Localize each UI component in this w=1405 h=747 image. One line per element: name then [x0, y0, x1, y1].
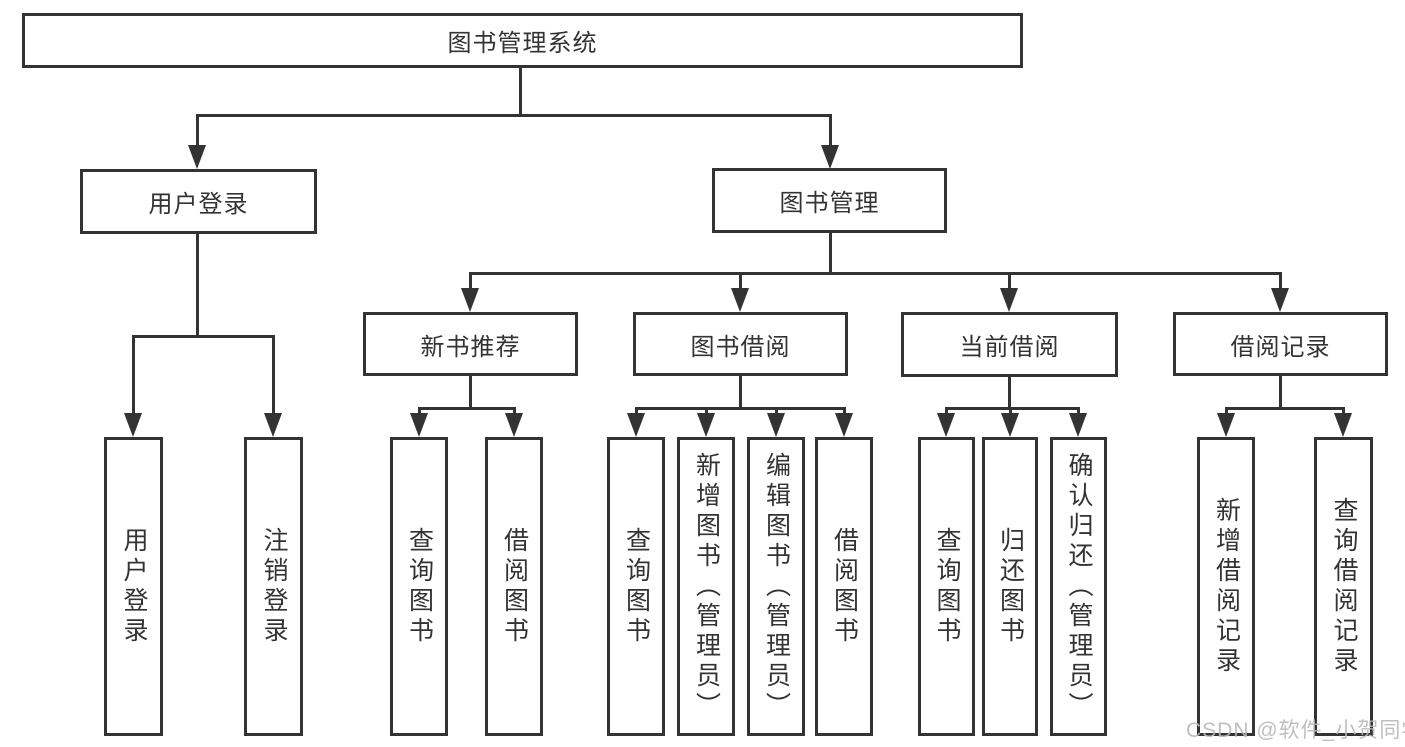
connector-book-borrowing-stem	[739, 376, 742, 408]
connector-drop-borrow-books-2	[843, 407, 846, 415]
node-current-borrowing: 当前借阅	[901, 312, 1118, 377]
arrow-borrow-books-1	[505, 413, 523, 437]
leaf-confirm-return-admin-label: 确认归还（管理员）	[1065, 451, 1093, 722]
watermark: CSDN @软件_小贺同学	[1186, 719, 1405, 742]
arrow-query-books-2	[627, 413, 645, 437]
leaf-add-books-admin-label: 新增图书（管理员）	[692, 451, 721, 722]
arrow-return-books	[1001, 413, 1019, 437]
node-root-label: 图书管理系统	[447, 30, 598, 57]
arrow-book-borrowing	[731, 288, 749, 312]
leaf-borrow-books-borrowing-label: 借阅图书	[830, 526, 859, 647]
arrow-user-login	[188, 145, 206, 169]
node-book-management-label: 图书管理	[779, 190, 880, 217]
arrow-borrowing-records	[1271, 288, 1289, 312]
connector-root-branch	[196, 114, 832, 117]
node-borrowing-records-label: 借阅记录	[1230, 333, 1331, 361]
connector-user-login-stem	[196, 234, 199, 335]
node-book-borrowing-label: 图书借阅	[690, 333, 791, 361]
connector-current-borrowing-stem	[1008, 377, 1011, 408]
arrow-edit-books	[767, 413, 785, 437]
leaf-edit-books-admin: 编辑图书（管理员）	[747, 437, 805, 736]
connector-drop-borrowing-records	[1279, 272, 1282, 290]
arrow-book-management	[821, 145, 839, 169]
connector-drop-edit-books	[775, 407, 778, 415]
leaf-query-books-borrowing: 查询图书	[607, 437, 665, 736]
arrow-login	[124, 413, 142, 437]
arrow-current-borrowing	[1000, 288, 1018, 312]
connector-drop-book-management	[829, 114, 832, 146]
arrow-new-books	[461, 288, 479, 312]
leaf-user-login: 用户登录	[104, 437, 163, 736]
connector-drop-add-record	[1225, 407, 1228, 415]
connector-drop-query-books-3	[945, 407, 948, 415]
connector-drop-login	[132, 335, 135, 414]
leaf-add-borrow-record-label: 新增借阅记录	[1212, 496, 1241, 677]
leaf-confirm-return-admin: 确认归还（管理员）	[1050, 437, 1107, 736]
node-book-management: 图书管理	[712, 168, 947, 233]
arrow-add-record	[1217, 413, 1235, 437]
leaf-query-books-newbooks: 查询图书	[390, 437, 448, 736]
arrow-query-books-3	[937, 413, 955, 437]
node-book-borrowing: 图书借阅	[633, 312, 848, 376]
connector-borrowing-records-branch	[1225, 407, 1345, 410]
arrow-query-record	[1334, 413, 1352, 437]
connector-book-management-branch	[469, 272, 1282, 275]
connector-drop-query-books-1	[418, 407, 421, 415]
leaf-query-borrow-record: 查询借阅记录	[1314, 437, 1373, 736]
leaf-query-borrow-record-label: 查询借阅记录	[1330, 496, 1358, 677]
connector-drop-query-record	[1342, 407, 1345, 415]
connector-drop-user-login	[196, 114, 199, 146]
connector-current-borrowing-branch	[945, 407, 1080, 410]
node-root: 图书管理系统	[22, 13, 1023, 68]
arrow-query-books-1	[410, 413, 428, 437]
arrow-add-books	[697, 413, 715, 437]
connector-drop-return-books	[1009, 407, 1012, 415]
leaf-return-books-label: 归还图书	[996, 526, 1025, 647]
leaf-query-books-newbooks-label: 查询图书	[405, 526, 434, 647]
leaf-user-login-label: 用户登录	[120, 526, 148, 647]
node-new-books: 新书推荐	[363, 312, 578, 376]
leaf-borrow-books-newbooks: 借阅图书	[485, 437, 543, 736]
node-user-login-label: 用户登录	[148, 191, 249, 218]
connector-book-management-stem	[829, 233, 832, 273]
connector-drop-book-borrowing	[739, 272, 742, 290]
leaf-query-books-current-label: 查询图书	[933, 526, 961, 647]
leaf-logout: 注销登录	[244, 437, 303, 736]
arrow-confirm-return	[1069, 413, 1087, 437]
connector-drop-query-books-2	[635, 407, 638, 415]
connector-root-stem	[519, 67, 522, 115]
leaf-borrow-books-newbooks-label: 借阅图书	[500, 526, 529, 647]
connector-drop-logout	[272, 335, 275, 414]
connector-drop-current-borrowing	[1008, 272, 1011, 290]
node-borrowing-records: 借阅记录	[1173, 312, 1388, 376]
leaf-borrow-books-borrowing: 借阅图书	[815, 437, 873, 736]
leaf-query-books-borrowing-label: 查询图书	[622, 526, 651, 647]
leaf-add-borrow-record: 新增借阅记录	[1197, 437, 1255, 736]
connector-new-books-stem	[469, 376, 472, 408]
node-new-books-label: 新书推荐	[420, 333, 521, 361]
leaf-add-books-admin: 新增图书（管理员）	[677, 437, 735, 736]
leaf-return-books: 归还图书	[982, 437, 1038, 736]
leaf-logout-label: 注销登录	[260, 526, 288, 647]
connector-drop-borrow-books-1	[513, 407, 516, 415]
connector-drop-new-books	[469, 272, 472, 290]
connector-user-login-branch	[132, 335, 275, 338]
connector-drop-add-books	[705, 407, 708, 415]
connector-borrowing-records-stem	[1279, 376, 1282, 408]
connector-book-borrowing-branch	[635, 407, 846, 410]
node-user-login: 用户登录	[80, 169, 317, 234]
node-current-borrowing-label: 当前借阅	[959, 334, 1060, 361]
leaf-query-books-current: 查询图书	[918, 437, 975, 736]
arrow-borrow-books-2	[835, 413, 853, 437]
connector-new-books-branch	[418, 407, 516, 410]
arrow-logout	[264, 413, 282, 437]
connector-drop-confirm-return	[1077, 407, 1080, 415]
leaf-edit-books-admin-label: 编辑图书（管理员）	[762, 451, 791, 722]
